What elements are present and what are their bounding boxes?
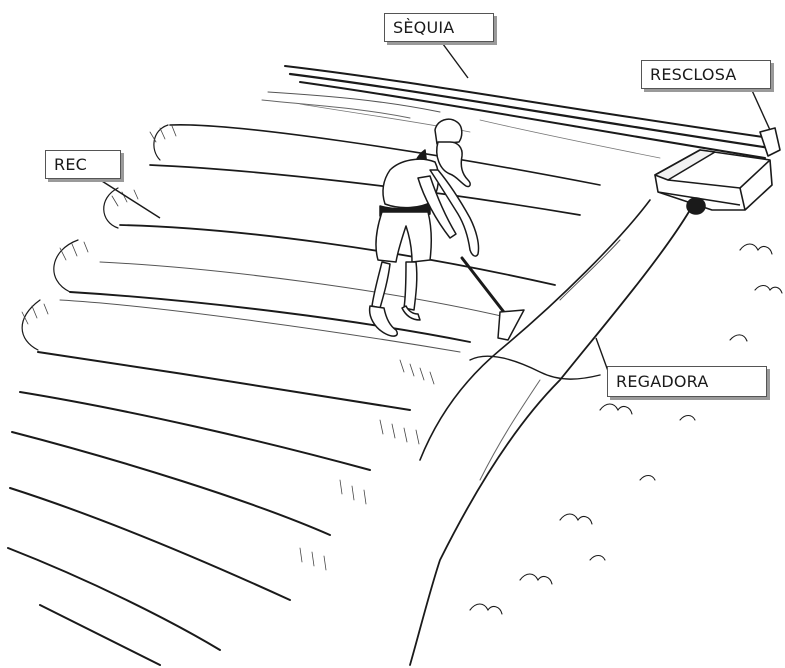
label-regadora: REGADORA <box>607 366 767 397</box>
label-rec: REC <box>45 150 121 179</box>
leader-line-rec <box>93 175 161 219</box>
label-sequia: SÈQUIA <box>384 13 494 42</box>
farmer-figure <box>368 118 525 341</box>
furrow-ridges <box>7 123 601 666</box>
mound-hatching <box>21 125 435 571</box>
label-resclosa: RESCLOSA <box>641 60 771 89</box>
right-bank-vegetation <box>469 243 783 615</box>
irrigation-channel-regadora <box>409 199 691 666</box>
sluice-gate-resclosa <box>654 127 781 215</box>
leader-line-resclosa <box>749 85 771 131</box>
main-canal-sequia <box>261 65 772 159</box>
leader-line-sequia <box>439 39 469 79</box>
